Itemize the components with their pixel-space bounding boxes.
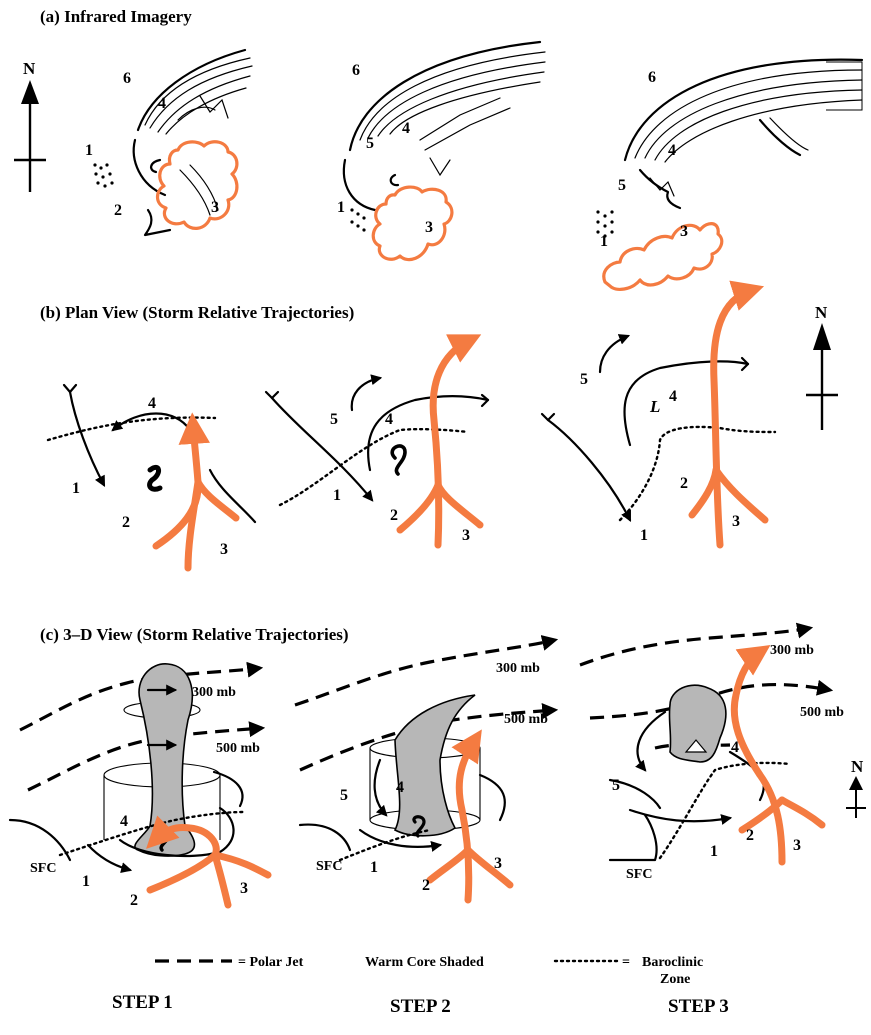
- level-300mb: 300 mb: [770, 643, 814, 658]
- label-2: 2: [390, 507, 398, 524]
- step-label-2: STEP 2: [390, 996, 451, 1017]
- ir-warm-cloud-step-2: [373, 187, 452, 260]
- plan-warm-conveyor-branch-1: [188, 482, 198, 568]
- 3d-warm-conveyor-branch-3b: [782, 800, 822, 825]
- label-5: 5: [580, 371, 588, 388]
- label-6: 6: [352, 62, 360, 79]
- legend-warm-core: Warm Core Shaded: [365, 955, 484, 970]
- label-1: 1: [85, 142, 93, 159]
- label-2: 2: [114, 202, 122, 219]
- label-4: 4: [385, 411, 393, 428]
- ir-cloud-step-2: [344, 42, 545, 210]
- label-1: 1: [72, 480, 80, 497]
- ir-warm-cloud-step-3: [604, 224, 722, 290]
- label-3: 3: [732, 513, 740, 530]
- label-4: 4: [120, 813, 128, 830]
- north-arrow-a: N: [14, 59, 46, 192]
- label-3: 3: [211, 199, 219, 216]
- panel-c-title: (c) 3–D View (Storm Relative Trajectorie…: [40, 625, 349, 644]
- 3d-warm-conveyor-branch-2b: [468, 850, 510, 885]
- label-6: 6: [123, 70, 131, 87]
- label-6: 6: [648, 69, 656, 86]
- level-500mb: 500 mb: [216, 741, 260, 756]
- plan-warm-conveyor-branch-2b: [438, 485, 480, 525]
- label-3: 3: [793, 837, 801, 854]
- north-arrow-b: N: [806, 303, 838, 430]
- label-2: 2: [122, 514, 130, 531]
- plan-warm-conveyor-branch-1b: [198, 482, 236, 518]
- label-4: 4: [731, 739, 739, 756]
- panel-a-title: (a) Infrared Imagery: [40, 7, 192, 26]
- north-label: N: [23, 59, 36, 78]
- label-2: 2: [130, 892, 138, 909]
- label-2: 2: [422, 877, 430, 894]
- ir-cloud-step-3: [625, 60, 862, 208]
- label-1: 1: [710, 843, 718, 860]
- level-sfc: SFC: [30, 861, 56, 876]
- step-label-3: STEP 3: [668, 996, 729, 1017]
- north-label: N: [851, 757, 864, 776]
- label-1: 1: [337, 199, 345, 216]
- label-4: 4: [396, 779, 404, 796]
- label-4: 4: [669, 388, 677, 405]
- label-5: 5: [612, 777, 620, 794]
- label-3: 3: [462, 527, 470, 544]
- label-1: 1: [600, 233, 608, 250]
- label-5: 5: [366, 135, 374, 152]
- label-4: 4: [148, 395, 156, 412]
- level-300mb: 300 mb: [192, 685, 236, 700]
- 3d-step-3: [580, 628, 830, 860]
- label-4: 4: [402, 120, 410, 137]
- level-sfc: SFC: [626, 867, 652, 882]
- legend: = Polar Jet Warm Core Shaded = Baroclini…: [155, 955, 703, 987]
- step-label-1: STEP 1: [112, 992, 173, 1013]
- plan-warm-conveyor-branch-3b: [716, 470, 765, 520]
- 3d-warm-conveyor-branch-2a: [430, 850, 468, 880]
- legend-baroclinic-eq: =: [622, 955, 630, 970]
- label-5: 5: [618, 177, 626, 194]
- label-3: 3: [240, 880, 248, 897]
- label-2: 2: [746, 827, 754, 844]
- ir-warm-cloud-step-1: [158, 142, 237, 229]
- plan-warm-conveyor-branch-2a: [400, 485, 438, 530]
- label-1: 1: [640, 527, 648, 544]
- legend-polar-jet: = Polar Jet: [238, 955, 304, 970]
- low-label: L: [649, 397, 660, 416]
- panel-b-title: (b) Plan View (Storm Relative Trajectori…: [40, 303, 354, 322]
- label-3: 3: [425, 219, 433, 236]
- level-sfc: SFC: [316, 859, 342, 874]
- label-3: 3: [680, 223, 688, 240]
- label-5: 5: [340, 787, 348, 804]
- level-500mb: 500 mb: [800, 705, 844, 720]
- label-1: 1: [370, 859, 378, 876]
- label-1: 1: [82, 873, 90, 890]
- label-5: 5: [330, 411, 338, 428]
- plan-step-3: [542, 336, 775, 520]
- label-3: 3: [220, 541, 228, 558]
- legend-baroclinic-line2: Zone: [660, 972, 690, 987]
- ir-dots-step-2: [350, 208, 365, 231]
- label-4: 4: [158, 95, 166, 112]
- ir-dots-step-1: [93, 163, 113, 187]
- 3d-warm-conveyor-step-2: [459, 740, 475, 900]
- level-300mb: 300 mb: [496, 661, 540, 676]
- label-1: 1: [333, 487, 341, 504]
- north-arrow-c: N: [846, 757, 866, 818]
- north-label: N: [815, 303, 828, 322]
- plan-warm-conveyor-branch-3a: [692, 470, 716, 515]
- legend-baroclinic-line1: Baroclinic: [642, 955, 703, 970]
- label-2: 2: [680, 475, 688, 492]
- level-500mb: 500 mb: [504, 712, 548, 727]
- plan-step-2: [266, 378, 488, 505]
- 3d-warm-conveyor-branch-1: [215, 855, 228, 905]
- label-3: 3: [494, 855, 502, 872]
- label-4: 4: [668, 142, 676, 159]
